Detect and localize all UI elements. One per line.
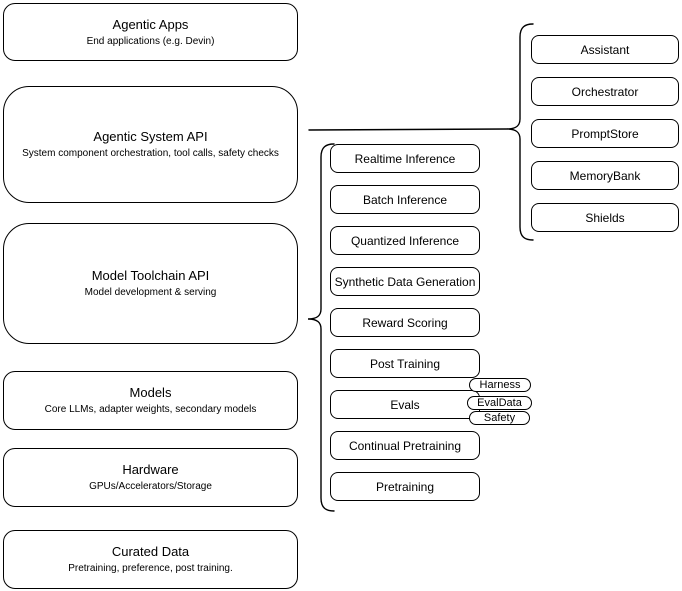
node-batch-inference: Batch Inference <box>330 185 480 214</box>
node-title: Hardware <box>122 462 179 477</box>
node-orchestrator: Orchestrator <box>531 77 679 106</box>
node-continual-pretraining: Continual Pretraining <box>330 431 480 460</box>
node-models: Models Core LLMs, adapter weights, secon… <box>3 371 298 430</box>
node-pretraining: Pretraining <box>330 472 480 501</box>
node-promptstore: PromptStore <box>531 119 679 148</box>
node-title: Models <box>129 385 172 400</box>
node-assistant: Assistant <box>531 35 679 64</box>
node-title: Curated Data <box>111 544 190 559</box>
toolchain-group: Realtime Inference Batch Inference Quant… <box>330 144 480 501</box>
node-subtitle: Model development & serving <box>84 287 217 298</box>
system-group: Assistant Orchestrator PromptStore Memor… <box>531 35 679 232</box>
node-title: Agentic Apps <box>112 16 189 32</box>
brace-toolchain-group <box>307 143 335 512</box>
node-subtitle: Pretraining, preference, post training. <box>68 563 233 574</box>
node-curated-data: Curated Data Pretraining, preference, po… <box>3 530 298 589</box>
node-evals: Evals <box>330 390 480 419</box>
node-subtitle: Core LLMs, adapter weights, secondary mo… <box>44 404 257 415</box>
node-subtitle: System component orchestration, tool cal… <box>22 148 279 159</box>
tag-evaldata: EvalData <box>467 396 532 410</box>
node-memorybank: MemoryBank <box>531 161 679 190</box>
node-post-training: Post Training <box>330 349 480 378</box>
node-quantized-inference: Quantized Inference <box>330 226 480 255</box>
tag-harness: Harness <box>469 378 531 392</box>
node-title: Agentic System API <box>93 129 208 144</box>
node-realtime-inference: Realtime Inference <box>330 144 480 173</box>
node-agentic-system-api: Agentic System API System component orch… <box>3 86 298 203</box>
brace-system-group <box>506 23 534 241</box>
node-synthetic-data-generation: Synthetic Data Generation <box>330 267 480 296</box>
tag-safety: Safety <box>469 411 530 425</box>
node-reward-scoring: Reward Scoring <box>330 308 480 337</box>
node-shields: Shields <box>531 203 679 232</box>
node-hardware: Hardware GPUs/Accelerators/Storage <box>3 448 298 507</box>
node-subtitle: End applications (e.g. Devin) <box>86 35 215 47</box>
node-subtitle: GPUs/Accelerators/Storage <box>89 481 212 492</box>
node-agentic-apps: Agentic Apps End applications (e.g. Devi… <box>3 3 298 61</box>
node-title: Model Toolchain API <box>91 268 210 283</box>
node-model-toolchain-api: Model Toolchain API Model development & … <box>3 223 298 344</box>
connector-line-system-api <box>308 128 508 131</box>
